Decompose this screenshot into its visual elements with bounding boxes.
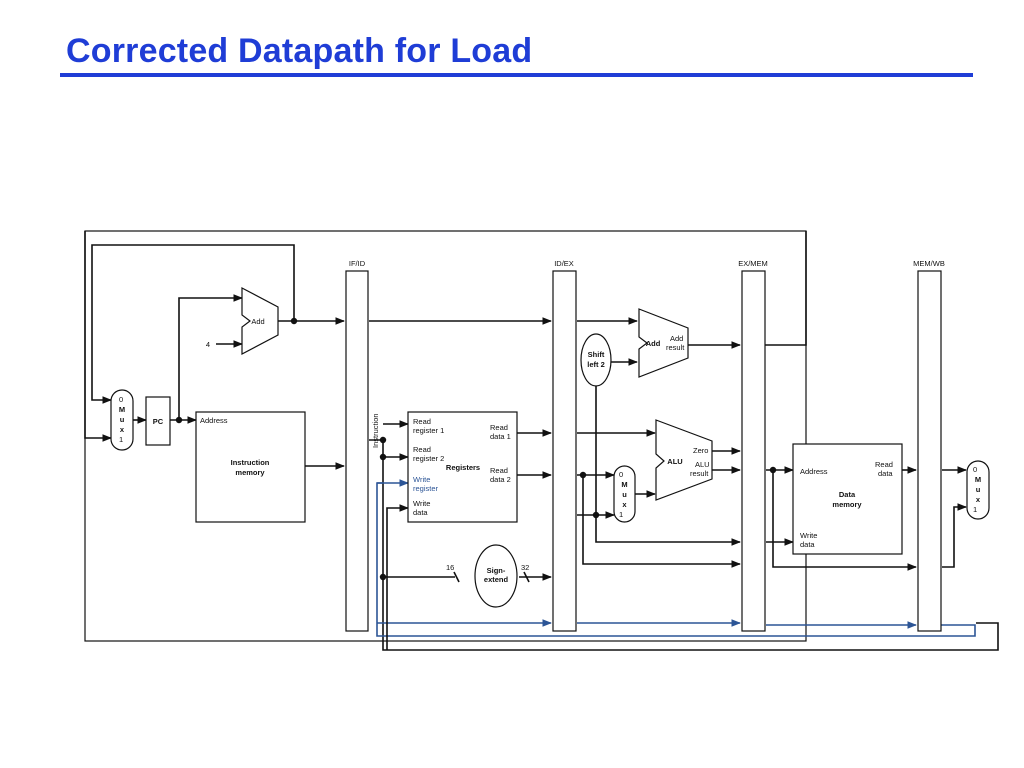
- instruction-memory: Address Instruction memory: [195, 411, 306, 523]
- svg-text:x: x: [976, 495, 981, 504]
- pipeline-register-mem-wb: [917, 270, 942, 632]
- svg-text:data: data: [413, 508, 428, 517]
- wire-shift-input: [595, 386, 741, 546]
- svg-text:extend: extend: [484, 575, 509, 584]
- bus-tick-32: [523, 571, 530, 583]
- svg-text:M: M: [975, 475, 981, 484]
- svg-text:ALU: ALU: [695, 460, 710, 469]
- svg-text:1: 1: [973, 505, 977, 514]
- wire-write-data: [386, 504, 409, 650]
- slide-title: Corrected Datapath for Load: [66, 32, 533, 70]
- branch-adder: Add Add result: [638, 308, 689, 378]
- svg-text:Zero: Zero: [693, 446, 708, 455]
- svg-text:Shift: Shift: [588, 350, 605, 359]
- bus-tick-16: [453, 571, 460, 583]
- label-16-bits: 16: [446, 563, 454, 572]
- wire-alu-result-to-memwb: [772, 470, 917, 571]
- svg-text:x: x: [622, 500, 627, 509]
- program-counter: PC: [145, 396, 171, 446]
- svg-text:Sign-: Sign-: [487, 566, 506, 575]
- label-ex-mem: EX/MEM: [738, 259, 768, 268]
- svg-text:data: data: [878, 469, 893, 478]
- wire-branch-target-feedback: [765, 231, 807, 346]
- svg-text:Write: Write: [413, 499, 430, 508]
- wire-pc-to-adder: [178, 294, 243, 420]
- title-underline: [60, 73, 973, 77]
- register-file: Read register 1 Read register 2 Write re…: [407, 411, 518, 523]
- svg-text:Instruction: Instruction: [231, 458, 270, 467]
- wire-branch-to-pc-mux: [84, 231, 112, 442]
- data-memory: Address Data memory Read data Write data: [792, 443, 903, 555]
- pipeline-register-if-id: [345, 270, 369, 632]
- svg-text:0: 0: [619, 470, 623, 479]
- wire-wb-mux-in1: [942, 503, 967, 568]
- svg-text:0: 0: [973, 465, 977, 474]
- svg-text:PC: PC: [153, 417, 164, 426]
- svg-text:data 2: data 2: [490, 475, 511, 484]
- shift-left-2-unit: Shift left 2: [580, 333, 612, 387]
- svg-text:0: 0: [119, 395, 123, 404]
- svg-text:M: M: [119, 405, 125, 414]
- alu-mux: 0 M u x 1: [613, 465, 636, 523]
- svg-text:memory: memory: [235, 468, 265, 477]
- svg-text:Address: Address: [200, 416, 228, 425]
- label-32-bits: 32: [521, 563, 529, 572]
- label-mem-wb: MEM/WB: [913, 259, 945, 268]
- svg-text:Address: Address: [800, 467, 828, 476]
- svg-text:result: result: [690, 469, 709, 478]
- svg-text:x: x: [120, 425, 125, 434]
- svg-text:1: 1: [119, 435, 123, 444]
- pipeline-register-id-ex: [552, 270, 577, 632]
- write-back-mux: 0 M u x 1: [966, 460, 990, 520]
- svg-text:result: result: [666, 343, 685, 352]
- svg-text:data: data: [800, 540, 815, 549]
- svg-text:u: u: [976, 485, 981, 494]
- pipeline-register-ex-mem: [741, 270, 766, 632]
- svg-text:Write: Write: [800, 531, 817, 540]
- pc-adder: Add: [241, 287, 279, 355]
- svg-text:Registers: Registers: [446, 463, 480, 472]
- svg-text:data 1: data 1: [490, 432, 511, 441]
- wire-pc-plus4-feedback: [91, 244, 295, 404]
- svg-text:Add: Add: [646, 339, 661, 348]
- svg-text:Read: Read: [490, 423, 508, 432]
- svg-text:left 2: left 2: [587, 360, 605, 369]
- svg-text:Read: Read: [490, 466, 508, 475]
- svg-text:register 1: register 1: [413, 426, 444, 435]
- junction-dots: [175, 317, 777, 581]
- alu: ALU Zero ALU result: [655, 419, 713, 501]
- svg-text:Add: Add: [251, 317, 264, 326]
- label-if-id: IF/ID: [349, 259, 366, 268]
- pc-mux: 0 M u x 1: [110, 389, 134, 451]
- svg-text:register 2: register 2: [413, 454, 444, 463]
- svg-text:u: u: [622, 490, 627, 499]
- svg-text:Data: Data: [839, 490, 856, 499]
- svg-text:Read: Read: [875, 460, 893, 469]
- sign-extend-unit: Sign- extend: [474, 544, 518, 608]
- label-instruction: Instruction: [371, 413, 380, 448]
- svg-text:1: 1: [619, 510, 623, 519]
- svg-text:u: u: [120, 415, 125, 424]
- svg-text:memory: memory: [832, 500, 862, 509]
- svg-text:ALU: ALU: [667, 457, 682, 466]
- svg-text:Add: Add: [670, 334, 683, 343]
- svg-text:Read: Read: [413, 417, 431, 426]
- svg-text:Read: Read: [413, 445, 431, 454]
- svg-text:M: M: [621, 480, 627, 489]
- svg-text:register: register: [413, 484, 439, 493]
- wire-store-data-path: [582, 475, 741, 568]
- label-id-ex: ID/EX: [554, 259, 574, 268]
- constant-4: 4: [206, 340, 210, 349]
- svg-text:Write: Write: [413, 475, 430, 484]
